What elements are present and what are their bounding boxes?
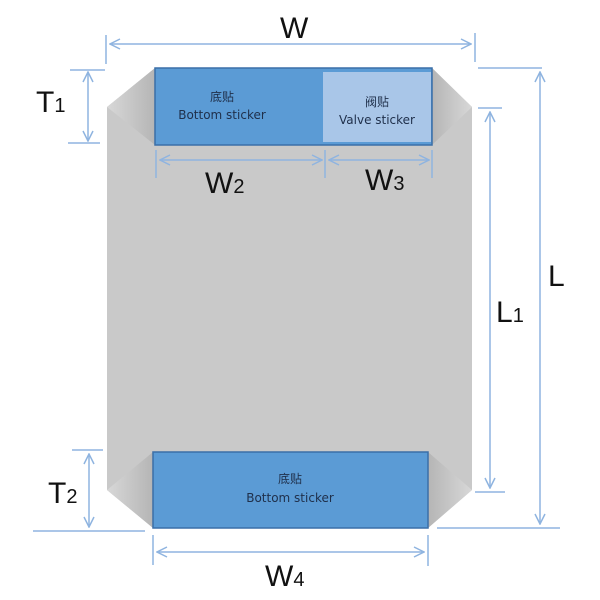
bottom-sticker-en: Bottom sticker bbox=[246, 491, 334, 505]
label-w: W bbox=[280, 12, 309, 45]
top-left-gusset bbox=[107, 68, 155, 145]
valve-sticker bbox=[323, 72, 431, 142]
dimension-w: W bbox=[105, 12, 476, 64]
top-right-gusset bbox=[432, 68, 472, 145]
label-l1: L1 bbox=[496, 296, 524, 329]
bottom-sticker bbox=[152, 451, 429, 529]
bottom-left-gusset bbox=[107, 452, 153, 528]
dimension-l: L bbox=[437, 67, 565, 529]
label-w3: W3 bbox=[365, 164, 404, 197]
dimension-w4: W4 bbox=[152, 535, 429, 593]
dimension-t1: T1 bbox=[36, 69, 105, 144]
bag-body bbox=[107, 68, 472, 528]
dimension-t2: T2 bbox=[33, 449, 145, 532]
dimension-l1: L1 bbox=[475, 107, 524, 493]
label-w2: W2 bbox=[205, 167, 244, 200]
valve-sticker-cn: 阀贴 bbox=[365, 95, 389, 109]
label-t2: T2 bbox=[48, 477, 77, 510]
label-w4: W4 bbox=[265, 560, 304, 593]
label-l: L bbox=[548, 260, 565, 293]
bottom-right-gusset bbox=[428, 452, 472, 528]
top-sticker-cn: 底贴 bbox=[210, 89, 234, 104]
bottom-sticker-cn: 底贴 bbox=[278, 471, 302, 486]
dimension-w2-w3: W2 W3 bbox=[155, 150, 433, 200]
top-sticker-en: Bottom sticker bbox=[178, 108, 266, 122]
valve-sticker-en: Valve sticker bbox=[339, 113, 415, 127]
label-t1: T1 bbox=[36, 86, 65, 119]
